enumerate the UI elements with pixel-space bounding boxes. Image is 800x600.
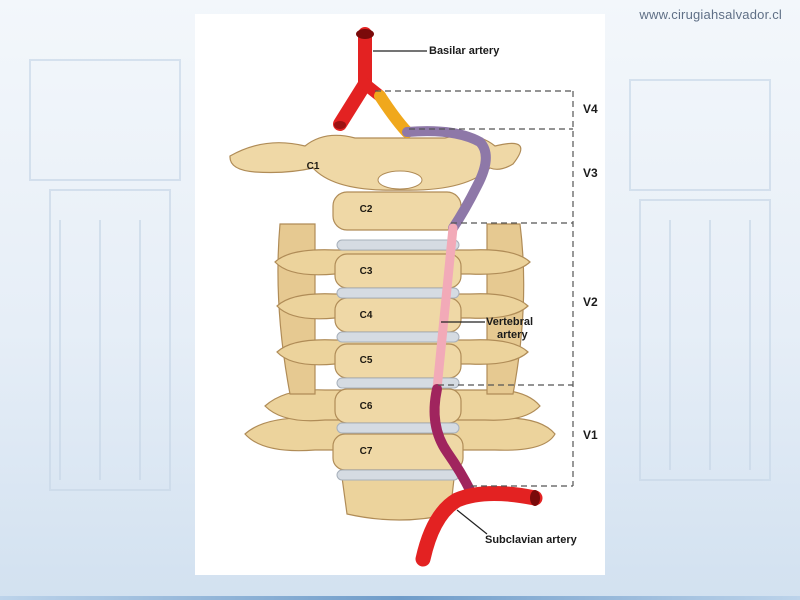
v2-segment: [432, 223, 458, 394]
vertebra-label-c4: C4: [359, 310, 373, 321]
v4-segment: [374, 90, 413, 138]
vertebra-label-c2: C2: [359, 204, 373, 215]
diagram-panel: C1 C2 C3 C4 C5 C6 C7 Basilar artery Vert…: [195, 14, 605, 575]
vertebra-label-c3: C3: [359, 266, 373, 277]
vertebral-artery-label-line2: artery: [497, 329, 528, 341]
cervical-spine-diagram: [229, 27, 574, 567]
disc-c5-c6: [336, 377, 460, 389]
site-url[interactable]: www.cirugiahsalvador.cl: [639, 7, 782, 22]
disc-c3-c4: [336, 287, 460, 299]
disc-c2-c3: [336, 239, 460, 251]
bottom-accent-line: [0, 596, 800, 600]
basilar-artery: [333, 27, 372, 131]
subclavian-artery-label: Subclavian artery: [485, 534, 577, 546]
vertebra-label-c1: C1: [306, 161, 320, 172]
vertebra-label-c7: C7: [359, 446, 373, 457]
subclavian-artery-lumen: [530, 490, 540, 506]
basilar-artery-left-end: [334, 121, 346, 129]
disc-c6-c7: [336, 422, 460, 434]
vertebral-artery-label-line1: Vertebral: [486, 316, 534, 328]
basilar-artery-lumen: [356, 29, 374, 39]
segment-label-v4: V4: [583, 102, 598, 116]
segment-label-v3: V3: [583, 166, 598, 180]
c1-atlas: [229, 134, 522, 191]
c1-foramen: [377, 170, 423, 190]
basilar-artery-label: Basilar artery: [429, 45, 500, 57]
v1-segment: [429, 384, 476, 497]
segment-label-v1: V1: [583, 428, 598, 442]
subclavian-artery: [415, 485, 543, 567]
segment-label-v2: V2: [583, 295, 598, 309]
vertebra-label-c5: C5: [359, 355, 373, 366]
leader-subclavian: [456, 509, 488, 535]
v3-segment: [402, 126, 491, 233]
disc-c4-c5: [336, 331, 460, 343]
vertebra-label-c6: C6: [359, 401, 373, 412]
disc-c7-t1: [336, 469, 460, 481]
